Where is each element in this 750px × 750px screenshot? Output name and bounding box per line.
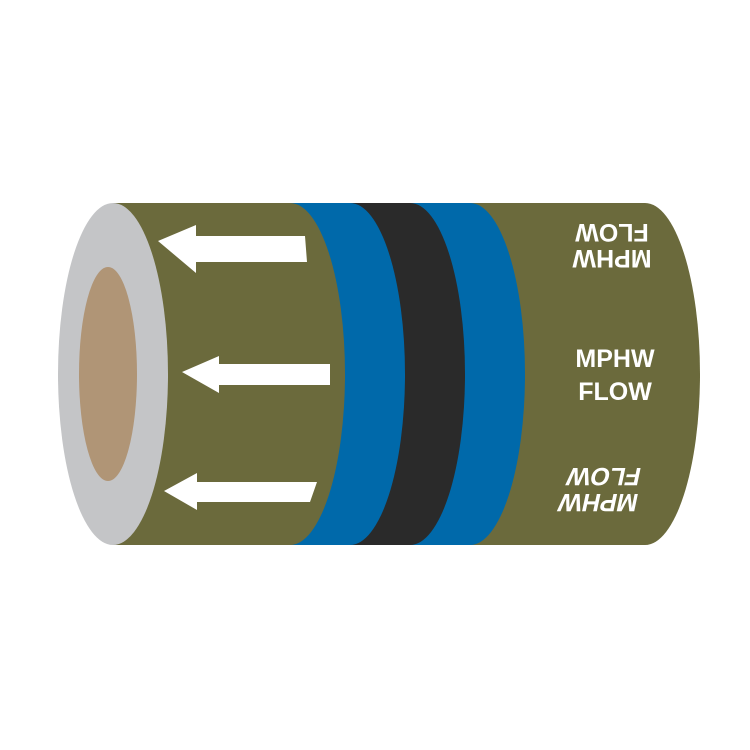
arrow-icon-middle [182,356,330,393]
arrow-icon-top [158,225,307,273]
label-upside-down-top: MPHW FLOW [572,218,652,272]
arrow-icon-bottom [164,473,317,510]
label-line1: MPHW [572,244,652,272]
label-upright: MPHW FLOW [575,345,655,406]
label-line1: MPHW [575,345,655,373]
label-line2: FLOW [578,378,652,406]
label-line1: MPHW [556,488,641,516]
label-line2: FLOW [575,218,649,246]
pipe-body-right [470,203,700,545]
roll-core [79,267,137,481]
label-line2: FLOW [564,462,644,490]
label-upside-down-bottom: MPHW FLOW [556,462,644,516]
